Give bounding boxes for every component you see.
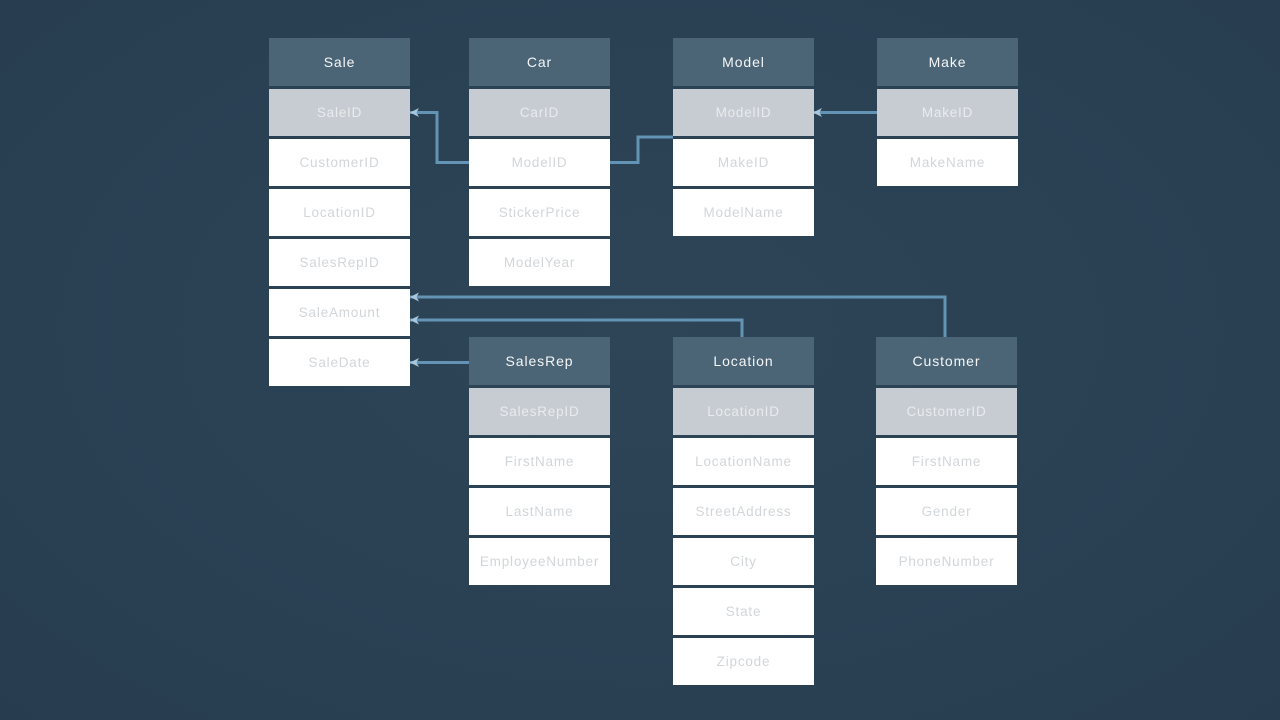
primary-key-row-makeid: MakeID	[877, 89, 1018, 136]
relationship-arrowhead-sale-car	[410, 108, 419, 117]
relationship-line-sale-customer	[410, 295, 947, 337]
field-row-makeid: MakeID	[673, 139, 814, 186]
relationship-arrowhead-sale-salesrep	[410, 358, 419, 367]
field-row-city: City	[673, 538, 814, 585]
primary-key-row-customerid: CustomerID	[876, 388, 1017, 435]
primary-key-row-modelid: ModelID	[673, 89, 814, 136]
relationship-arrowhead-model-make	[813, 108, 822, 117]
relationship-line-car-model	[610, 135, 673, 164]
field-row-salesrepid: SalesRepID	[269, 239, 410, 286]
table-title-location: Location	[673, 337, 814, 385]
field-row-locationname: LocationName	[673, 438, 814, 485]
field-row-firstname: FirstName	[469, 438, 610, 485]
field-row-customerid: CustomerID	[269, 139, 410, 186]
table-title-model: Model	[673, 38, 814, 86]
field-row-stickerprice: StickerPrice	[469, 189, 610, 236]
primary-key-row-saleid: SaleID	[269, 89, 410, 136]
field-row-modelname: ModelName	[673, 189, 814, 236]
field-row-zipcode: Zipcode	[673, 638, 814, 685]
field-row-lastname: LastName	[469, 488, 610, 535]
field-row-state: State	[673, 588, 814, 635]
field-row-phonenumber: PhoneNumber	[876, 538, 1017, 585]
relationship-line-sale-location	[410, 318, 744, 337]
relationship-arrowhead-sale-customer	[410, 292, 419, 302]
field-row-saleamount: SaleAmount	[269, 289, 410, 336]
table-title-car: Car	[469, 38, 610, 86]
table-title-sale: Sale	[269, 38, 410, 86]
field-row-streetaddress: StreetAddress	[673, 488, 814, 535]
field-row-makename: MakeName	[877, 139, 1018, 186]
field-row-gender: Gender	[876, 488, 1017, 535]
relationship-arrowhead-sale-location	[410, 315, 419, 325]
field-row-modelid: ModelID	[469, 139, 610, 186]
field-row-saledate: SaleDate	[269, 339, 410, 386]
relationship-line-sale-car	[410, 111, 469, 164]
primary-key-row-locationid: LocationID	[673, 388, 814, 435]
table-title-make: Make	[877, 38, 1018, 86]
primary-key-row-salesrepid: SalesRepID	[469, 388, 610, 435]
primary-key-row-carid: CarID	[469, 89, 610, 136]
field-row-locationid: LocationID	[269, 189, 410, 236]
field-row-employeenumber: EmployeeNumber	[469, 538, 610, 585]
field-row-modelyear: ModelYear	[469, 239, 610, 286]
field-row-firstname: FirstName	[876, 438, 1017, 485]
table-title-customer: Customer	[876, 337, 1017, 385]
table-title-salesrep: SalesRep	[469, 337, 610, 385]
